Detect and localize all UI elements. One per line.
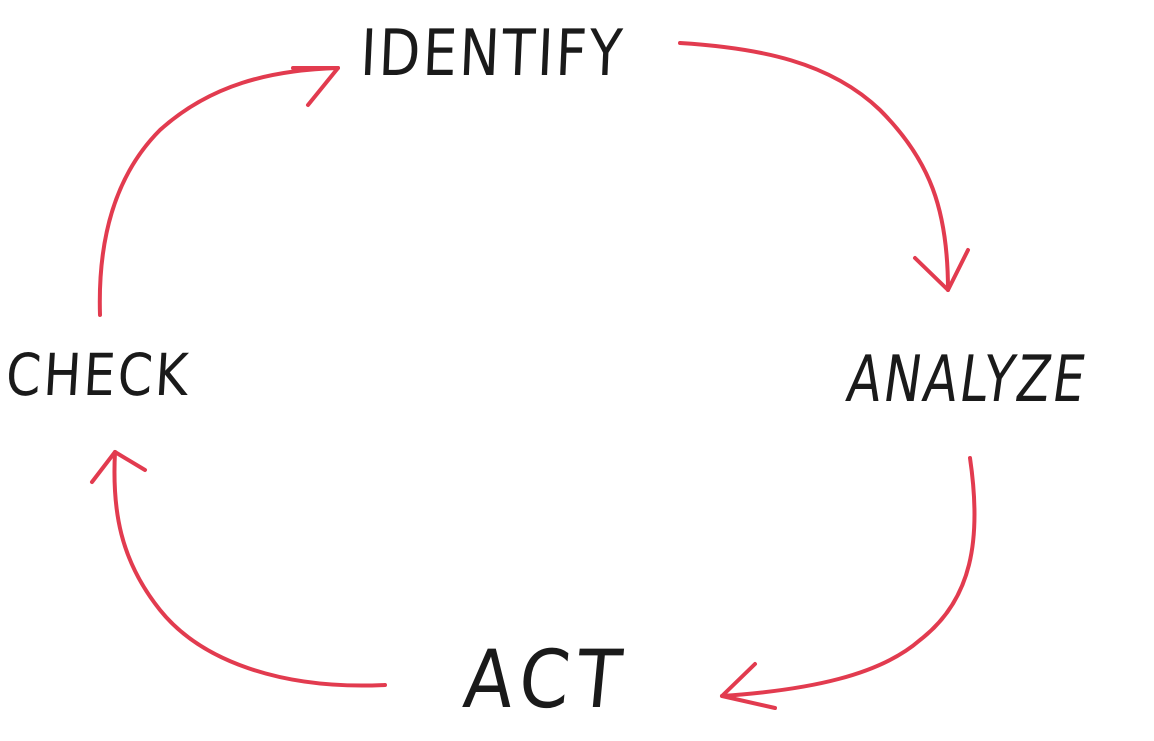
step-label-identify: IDENTIFY: [358, 17, 627, 91]
arrow-analyze-to-act: [720, 456, 977, 710]
arrow-act-to-check-shaft: [112, 450, 387, 688]
arrow-identify-to-analyze: [678, 41, 970, 292]
arrow-act-to-check-head: [90, 450, 147, 484]
step-label-check: CHECK: [4, 341, 193, 409]
arrow-analyze-to-act-shaft: [720, 456, 977, 698]
step-label-analyze: ANALYZE: [842, 343, 1093, 417]
arrow-act-to-check: [90, 450, 387, 688]
arrow-identify-to-analyze-shaft: [678, 41, 950, 292]
arrow-check-to-identify-head: [291, 66, 340, 107]
arrow-check-to-identify: [97, 66, 340, 317]
step-label-act: ACT: [459, 633, 633, 726]
arrow-analyze-to-act-head: [720, 662, 777, 710]
arrow-check-to-identify-shaft: [97, 66, 340, 317]
arrow-identify-to-analyze-head: [913, 248, 970, 292]
